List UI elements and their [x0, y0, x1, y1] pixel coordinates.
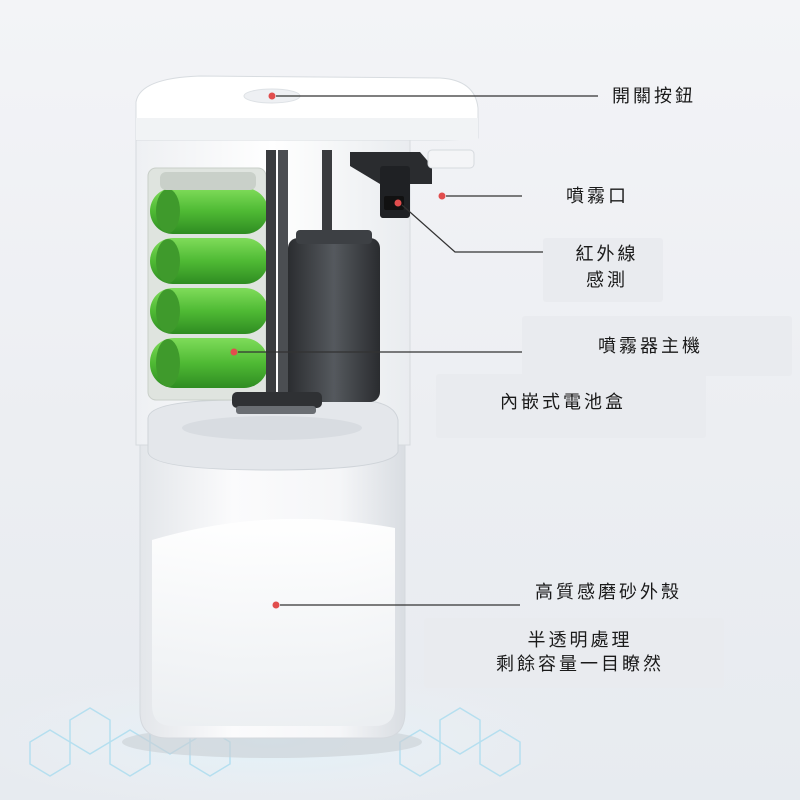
translucent-label-line1: 半透明處理: [527, 630, 633, 651]
sprayer-main-unit-label: 噴霧器主機: [598, 336, 703, 357]
infrared-sensor-label-line1: 紅外線: [575, 244, 639, 265]
infrared-label-box: [543, 238, 663, 302]
spray-nozzle-label: 噴霧口: [566, 186, 629, 207]
battery-box-label: 內嵌式電池盒: [500, 392, 626, 413]
power-button-label: 開關按鈕: [612, 86, 696, 107]
battery-label-box: [436, 374, 706, 438]
translucent-label-box: [424, 618, 724, 688]
infrared-sensor-label-line2: 感測: [586, 270, 628, 291]
frosted-shell-label: 高質感磨砂外殼: [535, 582, 682, 603]
translucent-label-line2: 剩餘容量一目瞭然: [496, 654, 664, 675]
infrared-leader-line: [401, 204, 543, 253]
sprayer-label-box: [522, 316, 792, 376]
